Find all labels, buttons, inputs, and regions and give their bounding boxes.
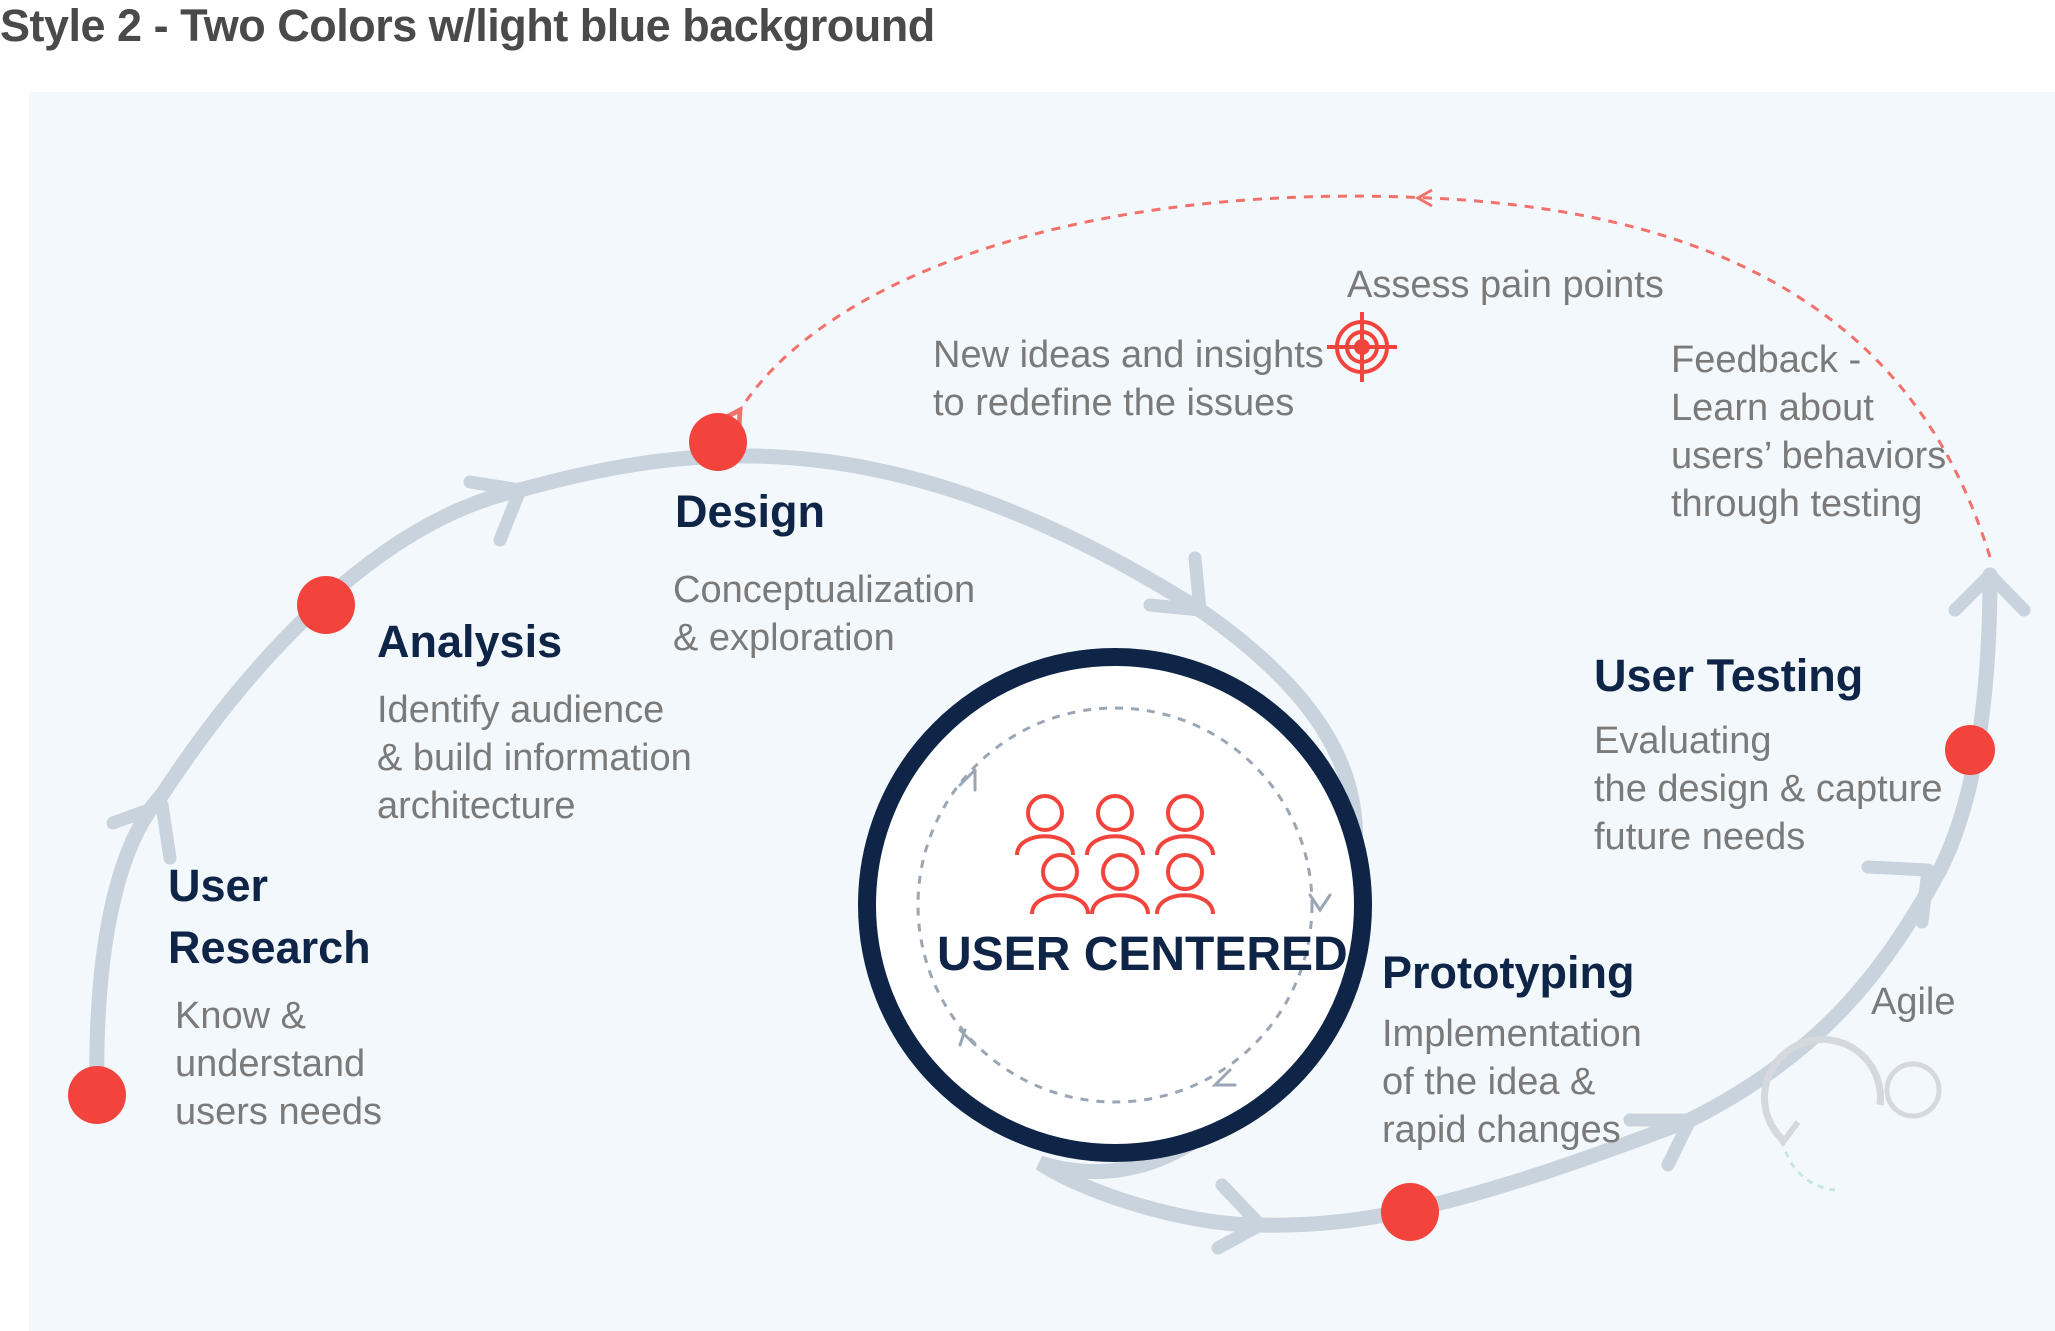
target-icon bbox=[1327, 312, 1397, 382]
stage-dot-design bbox=[689, 413, 747, 471]
stage-title-user-testing: User Testing bbox=[1594, 650, 1864, 701]
stage-title-analysis: Analysis bbox=[377, 616, 563, 667]
path-arrow-icon bbox=[1948, 568, 2031, 617]
path-arrow-icon bbox=[1143, 551, 1207, 617]
stage-title-design: Design bbox=[675, 486, 826, 537]
assess-pain-points-label: Assess pain points bbox=[1347, 264, 1664, 306]
new-ideas-note: New ideas and insights to redefine the i… bbox=[933, 334, 1324, 424]
stage-dot-user-research bbox=[68, 1066, 126, 1124]
stage-dot-user-testing bbox=[1945, 725, 1995, 775]
page-title: Style 2 - Two Colors w/light blue backgr… bbox=[0, 0, 935, 51]
feedback-loop-arrow bbox=[717, 194, 1992, 558]
stage-desc-analysis: Identify audience & build information ar… bbox=[377, 689, 692, 827]
user-centered-circle bbox=[858, 648, 1372, 1162]
user-group-icon bbox=[1015, 794, 1215, 915]
stage-dot-analysis bbox=[297, 576, 355, 634]
user-centered-label: USER CENTERED bbox=[937, 928, 1348, 981]
stage-desc-user-testing: Evaluating the design & capture future n… bbox=[1594, 720, 1943, 858]
stage-desc-user-research: Know & understand users needs bbox=[175, 995, 383, 1133]
path-arrow-icon bbox=[106, 798, 177, 865]
path-arrow-icon bbox=[1861, 860, 1935, 929]
feedback-note: Feedback - Learn about users’ behaviors … bbox=[1671, 339, 1947, 525]
cycle-arrow-icon bbox=[958, 1028, 977, 1047]
stage-desc-prototyping: Implementation of the idea & rapid chang… bbox=[1382, 1013, 1642, 1151]
stage-title-prototyping: Prototyping bbox=[1382, 947, 1635, 998]
inner-cycle-ring bbox=[916, 706, 1314, 1104]
cycle-arrow-icon bbox=[1211, 1068, 1237, 1087]
stage-desc-design: Conceptualization & exploration bbox=[673, 569, 976, 659]
path-arrow-icon bbox=[463, 475, 527, 547]
cycle-arrow-icon bbox=[1308, 893, 1332, 913]
stage-dot-prototyping bbox=[1381, 1183, 1439, 1241]
stage-title-user-research: User Research bbox=[168, 860, 371, 973]
path-arrow-icon bbox=[1623, 1113, 1697, 1172]
path-arrow-icon bbox=[1211, 1178, 1267, 1255]
feedback-arrow-icon bbox=[1414, 188, 1433, 208]
agile-label: Agile bbox=[1871, 981, 1956, 1023]
cycle-arrow-icon bbox=[958, 768, 977, 792]
agile-cycle-icon bbox=[1761, 1036, 1942, 1192]
